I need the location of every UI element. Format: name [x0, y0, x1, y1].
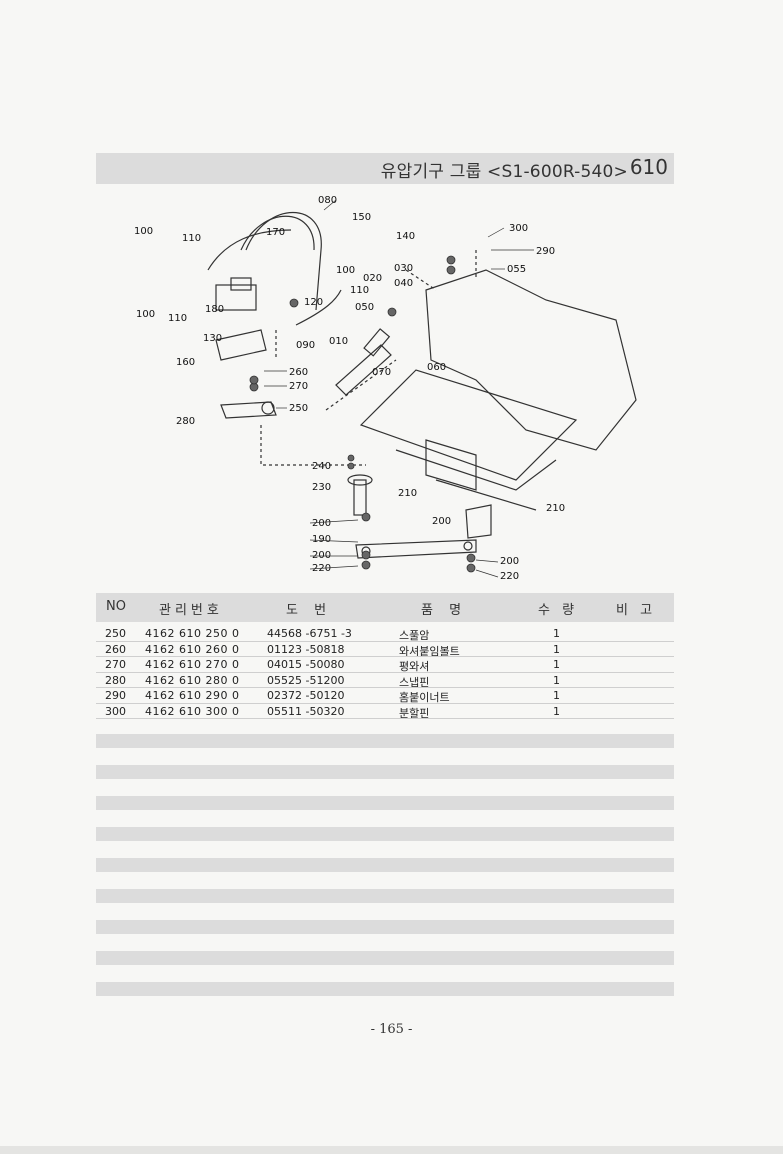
group-number: 610 [629, 155, 668, 179]
svg-text:100: 100 [136, 309, 155, 320]
table-row: 250 4162 610 250 0 44568 -6751 -3 스풀암 1 [96, 626, 674, 642]
col-name: 품 명 [421, 603, 468, 618]
svg-text:030: 030 [394, 263, 413, 274]
row-no: 300 [105, 704, 126, 718]
col-remark: 비 고 [616, 603, 657, 618]
svg-text:170: 170 [266, 227, 285, 238]
empty-row-stripe [96, 796, 674, 810]
svg-text:200: 200 [432, 516, 451, 527]
empty-row-stripe [96, 765, 674, 779]
row-no: 280 [105, 673, 126, 687]
svg-text:280: 280 [176, 416, 195, 427]
table-row: 290 4162 610 290 0 02372 -50120 홈붙이너트 1 [96, 688, 674, 704]
col-part-number: 도 번 [286, 603, 333, 618]
row-part-number: 44568 -6751 -3 [267, 627, 352, 640]
page-number: - 165 - [370, 1022, 413, 1037]
svg-text:210: 210 [398, 488, 417, 499]
parts-table-body: 250 4162 610 250 0 44568 -6751 -3 스풀암 1 … [96, 626, 674, 720]
row-qty: 1 [553, 673, 560, 687]
empty-row-stripe [96, 951, 674, 965]
row-qty: 1 [553, 658, 560, 671]
row-no: 260 [105, 642, 126, 656]
row-code: 4162 610 300 0 [145, 704, 240, 718]
empty-row-stripe [96, 858, 674, 872]
svg-text:110: 110 [350, 285, 369, 296]
svg-text:060: 060 [427, 362, 446, 373]
col-qty: 수 량 [538, 603, 579, 618]
svg-text:020: 020 [363, 273, 382, 284]
table-row: 300 4162 610 300 0 05511 -50320 분할핀 1 [96, 704, 674, 720]
parts-table-header: NO 관리번호 도 번 품 명 수 량 비 고 [96, 593, 674, 622]
svg-text:150: 150 [352, 212, 371, 223]
svg-text:270: 270 [289, 381, 308, 392]
svg-text:100: 100 [134, 226, 153, 237]
exploded-parts-diagram: 080 150 170 140 300 290 055 100 110 100 … [134, 195, 637, 582]
svg-text:080: 080 [318, 195, 337, 206]
svg-text:200: 200 [500, 556, 519, 567]
svg-text:200: 200 [312, 518, 331, 529]
svg-text:110: 110 [168, 313, 187, 324]
row-no: 290 [105, 689, 126, 702]
row-qty: 1 [553, 689, 560, 702]
row-part-number: 02372 -50120 [267, 689, 345, 702]
col-no: NO [106, 599, 126, 614]
svg-text:070: 070 [372, 367, 391, 378]
row-no: 250 [105, 627, 126, 640]
col-code: 관리번호 [159, 603, 223, 618]
svg-text:210: 210 [546, 503, 565, 514]
row-part-number: 05511 -50320 [267, 704, 345, 718]
svg-text:260: 260 [289, 367, 308, 378]
svg-text:050: 050 [355, 302, 374, 313]
svg-text:010: 010 [329, 336, 348, 347]
svg-text:230: 230 [312, 482, 331, 493]
svg-text:250: 250 [289, 403, 308, 414]
section-header: 유압기구 그룹 <S1-600R-540> 610 [96, 153, 674, 184]
svg-text:130: 130 [203, 333, 222, 344]
row-name: 스냅핀 [399, 675, 430, 689]
svg-text:220: 220 [500, 571, 519, 582]
empty-row-stripe [96, 827, 674, 841]
row-qty: 1 [553, 627, 560, 640]
table-row: 270 4162 610 270 0 04015 -50080 평와셔 1 [96, 657, 674, 673]
row-part-number: 01123 -50818 [267, 642, 345, 656]
svg-text:240: 240 [312, 461, 331, 472]
empty-row-stripe [96, 920, 674, 934]
row-code: 4162 610 250 0 [145, 627, 240, 640]
table-row: 260 4162 610 260 0 01123 -50818 와셔붙임볼트 1 [96, 642, 674, 658]
svg-text:290: 290 [536, 246, 555, 257]
svg-text:180: 180 [205, 304, 224, 315]
row-qty: 1 [553, 704, 560, 718]
row-code: 4162 610 260 0 [145, 642, 240, 656]
svg-text:190: 190 [312, 534, 331, 545]
row-name: 분할핀 [399, 706, 430, 720]
empty-row-stripe [96, 889, 674, 903]
svg-text:200: 200 [312, 550, 331, 561]
row-name: 스풀암 [399, 629, 430, 642]
svg-text:040: 040 [394, 278, 413, 289]
svg-text:120: 120 [304, 297, 323, 308]
svg-text:090: 090 [296, 340, 315, 351]
page-edge [0, 1146, 783, 1154]
row-part-number: 05525 -51200 [267, 673, 345, 687]
svg-text:160: 160 [176, 357, 195, 368]
svg-text:110: 110 [182, 233, 201, 244]
row-name: 홈붙이너트 [399, 691, 450, 704]
empty-row-stripe [96, 734, 674, 748]
svg-text:100: 100 [336, 265, 355, 276]
svg-text:140: 140 [396, 231, 415, 242]
row-code: 4162 610 280 0 [145, 673, 240, 687]
svg-text:300: 300 [509, 223, 528, 234]
row-code: 4162 610 270 0 [145, 658, 240, 671]
row-name: 평와셔 [399, 660, 430, 673]
row-part-number: 04015 -50080 [267, 658, 345, 671]
row-code: 4162 610 290 0 [145, 689, 240, 702]
table-row: 280 4162 610 280 0 05525 -51200 스냅핀 1 [96, 673, 674, 689]
section-title: 유압기구 그룹 <S1-600R-540> [380, 162, 628, 182]
empty-row-stripe [96, 982, 674, 996]
row-no: 270 [105, 658, 126, 671]
row-qty: 1 [553, 642, 560, 656]
row-name: 와셔붙임볼트 [399, 644, 460, 658]
svg-text:055: 055 [507, 264, 526, 275]
